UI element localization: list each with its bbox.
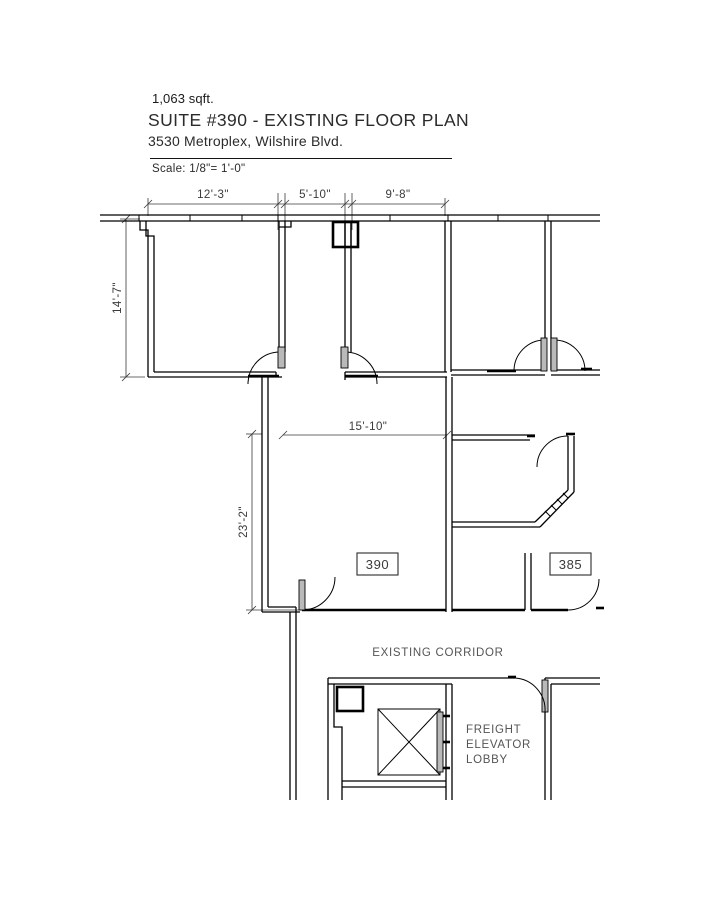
area-label: 1,063 sqft. (152, 91, 214, 106)
room-tag-390: 390 (356, 552, 399, 576)
door-suite-385-interior (536, 435, 569, 468)
dimension-top-2: 5'-10" (299, 189, 331, 201)
dimension-top-3: 9'-8" (386, 189, 411, 201)
door-northwest-office (247, 346, 286, 385)
title-divider (150, 158, 452, 159)
page-title: SUITE #390 - EXISTING FLOOR PLAN (148, 110, 470, 131)
dimension-interior: 15'-10" (349, 421, 388, 433)
column-shaft-box (331, 220, 360, 249)
lobby-label-line-3: LOBBY (466, 754, 508, 766)
dimension-left-upper: 14'-7" (112, 282, 124, 314)
left-lower-dimension: 23'-2" (238, 429, 300, 615)
freight-elevator-lobby-label: FREIGHT ELEVATOR LOBBY (466, 724, 531, 766)
room-suite-390 (261, 377, 453, 800)
room-tag-385-label: 385 (559, 557, 583, 572)
interior-dimension: 15'-10" (278, 421, 452, 440)
dimension-left-lower: 23'-2" (238, 506, 250, 538)
door-northeast-office-left (513, 337, 548, 372)
lobby-label-line-1: FREIGHT (466, 724, 521, 736)
freight-elevator-lobby (327, 675, 600, 800)
lobby-label-line-2: ELEVATOR (466, 739, 531, 751)
address-label: 3530 Metroplex, Wilshire Blvd. (148, 133, 344, 150)
room-suite-385 (452, 432, 575, 612)
title-block: 1,063 sqft. SUITE #390 - EXISTING FLOOR … (148, 91, 470, 150)
top-dimension-string: 12'-3" 5'-10" 9'-8" (143, 189, 450, 230)
scale-note: Scale: 1/8"= 1'-0" (152, 163, 246, 175)
door-northeast-office-right (550, 337, 592, 372)
room-northeast-offices (444, 221, 600, 376)
corridor-label: EXISTING CORRIDOR (372, 647, 503, 659)
left-upper-dimension: 14'-7" (112, 214, 145, 382)
exterior-window-wall (100, 214, 600, 222)
door-suite-385-entry (567, 578, 604, 611)
room-tag-385: 385 (549, 552, 592, 576)
dimension-top-1: 12'-3" (197, 189, 229, 201)
room-tag-390-label: 390 (366, 557, 390, 572)
door-suite-390-entry (298, 576, 336, 611)
door-north-middle-office (340, 346, 378, 385)
